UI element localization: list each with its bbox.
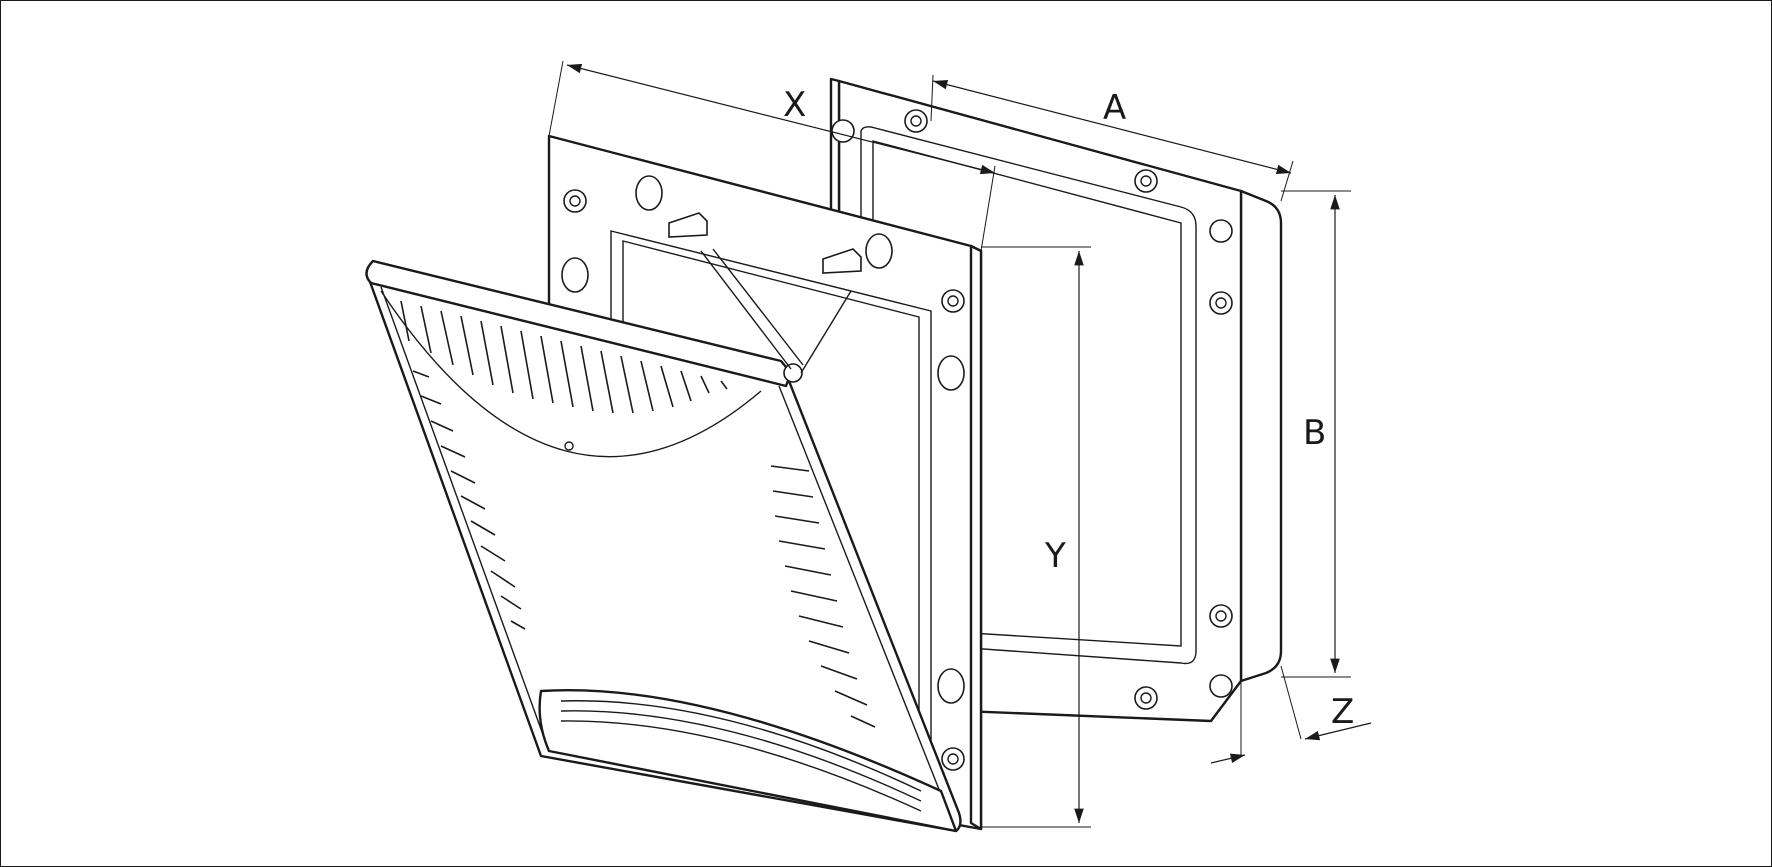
bottom-louvre-slots (560, 700, 922, 812)
front-frame-holes (561, 175, 965, 771)
louvre-cover (365, 248, 962, 833)
dimension-b (1281, 190, 1351, 678)
dimension-label-y: Y (1044, 536, 1066, 576)
top-louvre-slots (400, 300, 728, 414)
dimension-a (930, 74, 1294, 202)
left-louvre-slots (412, 370, 526, 630)
dimension-label-x: X (783, 85, 806, 125)
dimension-label-z: Z (1331, 692, 1354, 732)
frame-latch-clips (668, 212, 862, 274)
dimension-x (548, 60, 996, 252)
right-louvre-slots (770, 465, 876, 728)
dimension-y (981, 246, 1091, 828)
dimension-z (1210, 665, 1372, 764)
dimension-label-a: A (1103, 88, 1126, 128)
dimension-label-b: B (1303, 413, 1326, 453)
cover-hinge (700, 248, 852, 383)
